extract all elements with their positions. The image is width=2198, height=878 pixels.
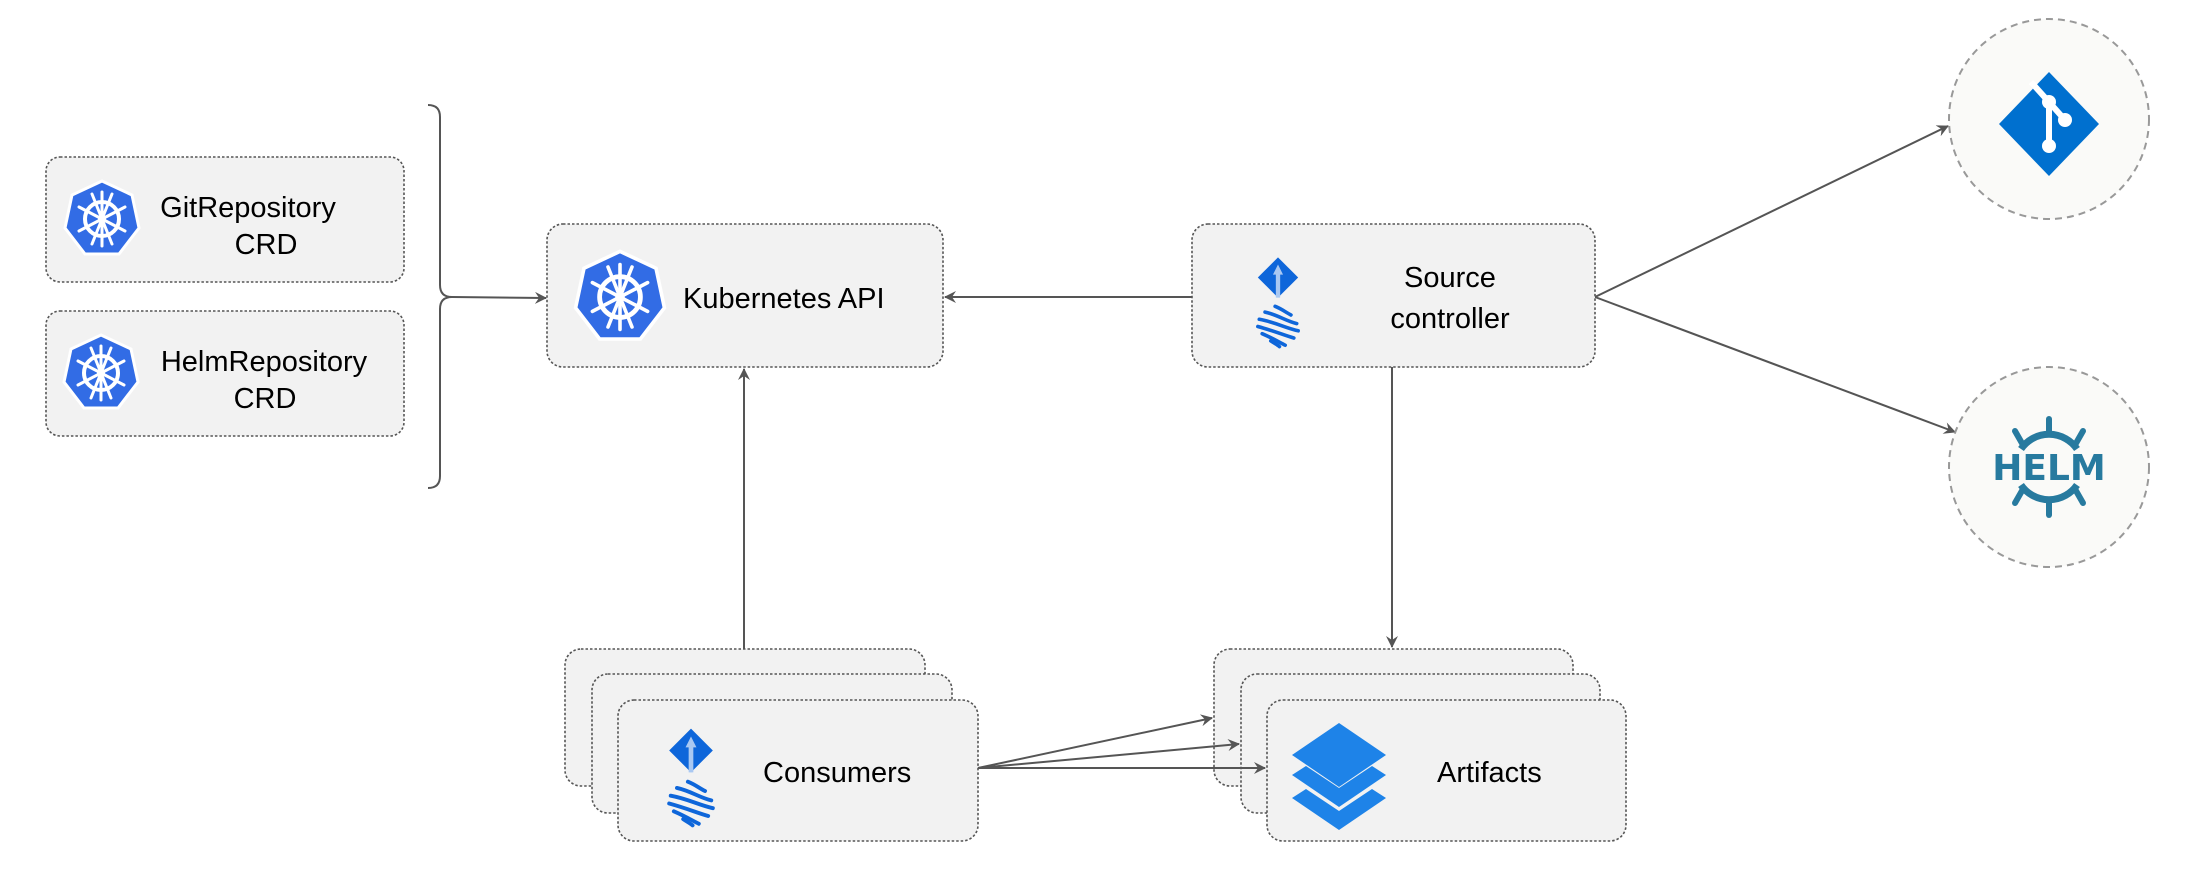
edge-consumers-to-artifact-2 <box>977 739 1240 769</box>
node-label: GitRepository <box>160 192 336 224</box>
node-label: Consumers <box>763 757 911 789</box>
node-label: controller <box>1390 303 1510 335</box>
node-label: Artifacts <box>1437 757 1542 789</box>
node-label: Kubernetes API <box>683 283 885 315</box>
helm-repository-crd-node[interactable]: HelmRepository CRD <box>45 310 405 437</box>
node-label: CRD <box>235 229 298 261</box>
helm-icon: HELM <box>1992 416 2106 518</box>
kubernetes-icon <box>576 251 665 339</box>
kubernetes-api-node[interactable]: Kubernetes API <box>546 223 944 368</box>
crd-brace <box>427 104 453 489</box>
edge-consumers-to-artifact-1 <box>977 714 1213 769</box>
node-label: HelmRepository <box>161 346 368 378</box>
edge-source-to-git <box>1594 125 1949 298</box>
kubernetes-icon <box>62 333 140 410</box>
git-node[interactable] <box>1948 18 2150 220</box>
node-label: CRD <box>234 383 297 415</box>
git-icon <box>1999 72 2099 176</box>
consumers-node[interactable]: Consumers <box>564 648 979 842</box>
artifacts-node[interactable]: Artifacts <box>1213 648 1627 842</box>
layers-icon <box>1292 723 1386 830</box>
kubernetes-icon <box>63 179 141 256</box>
edge-crds-to-kube-api <box>451 291 547 304</box>
edge-source-to-helm <box>1594 296 1956 434</box>
git-repository-crd-node[interactable]: GitRepository CRD <box>45 156 405 283</box>
helm-node[interactable]: HELM <box>1948 366 2150 568</box>
helm-logo-text: HELM <box>1992 448 2105 489</box>
source-controller-node[interactable]: Source controller <box>1191 223 1596 368</box>
node-label: Source <box>1404 262 1496 294</box>
